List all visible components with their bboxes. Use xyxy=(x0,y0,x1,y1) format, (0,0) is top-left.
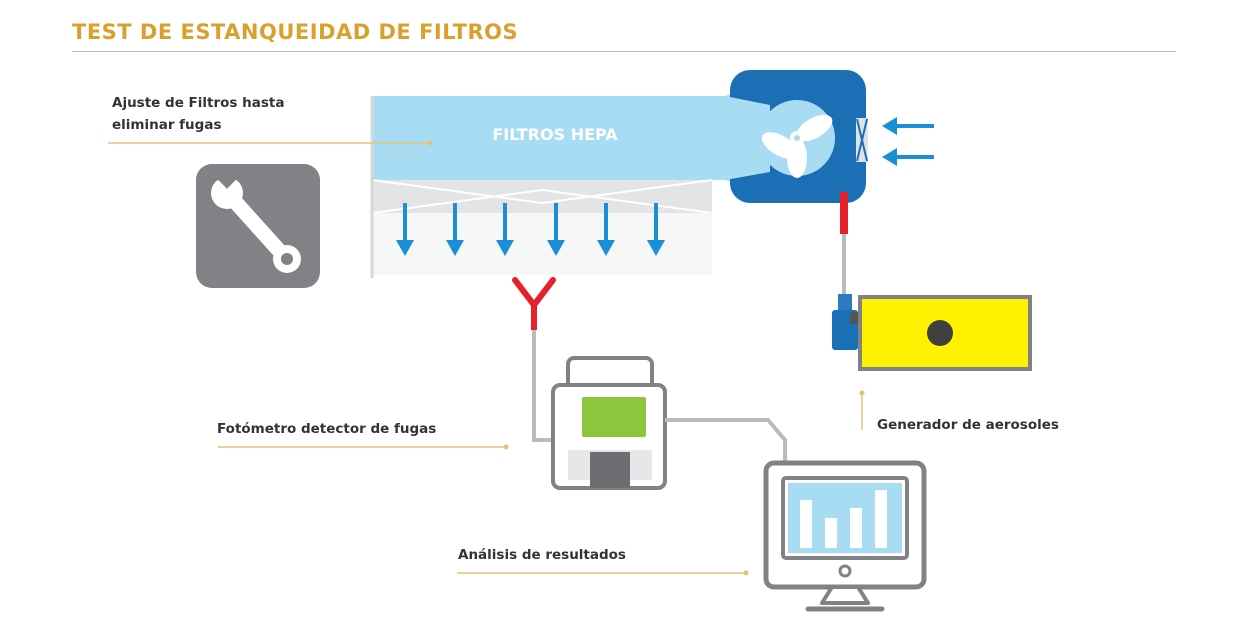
title-divider xyxy=(72,51,1176,52)
photometer-icon xyxy=(551,356,667,490)
adjust-filters-label: Ajuste de Filtros hasta eliminar fugas xyxy=(112,92,284,136)
photometer-label: Fotómetro detector de fugas xyxy=(217,421,437,437)
aerosol-generator-icon xyxy=(832,294,1032,371)
data-cable xyxy=(665,418,787,468)
photometer-display xyxy=(582,397,646,437)
airflow-arrow-icon xyxy=(496,203,514,256)
probe-icon xyxy=(840,192,848,234)
airflow-arrow-icon xyxy=(647,203,665,256)
airflow-arrow-icon xyxy=(597,203,615,256)
analysis-label: Análisis de resultados xyxy=(458,547,626,563)
airflow-arrow-icon xyxy=(396,203,414,256)
generator-label: Generador de aerosoles xyxy=(877,417,1059,433)
aerosol-injection-line xyxy=(840,192,848,300)
airflow-arrow-icon xyxy=(882,117,934,135)
hepa-filter-label: FILTROS HEPA xyxy=(492,125,618,144)
probe-icon xyxy=(512,277,556,308)
diagram-title: TEST DE ESTANQUEIDAD DE FILTROS xyxy=(72,20,519,44)
downflow-arrows xyxy=(396,203,665,256)
wrench-tile xyxy=(196,164,320,288)
airflow-arrow-icon xyxy=(446,203,464,256)
fan-icon xyxy=(761,114,833,178)
monitor-icon xyxy=(763,460,927,612)
inlet-arrows xyxy=(882,117,934,166)
leader-lines xyxy=(108,140,865,576)
adjust-filters-line1: Ajuste de Filtros hasta xyxy=(112,95,285,111)
adjust-filters-line2: eliminar fugas xyxy=(112,117,222,133)
airflow-arrow-icon xyxy=(882,148,934,166)
airflow-arrow-icon xyxy=(547,203,565,256)
wrench-icon xyxy=(211,166,301,273)
fan-unit xyxy=(725,70,868,203)
bar-chart-icon xyxy=(800,490,887,548)
hepa-filter-housing xyxy=(370,96,732,278)
